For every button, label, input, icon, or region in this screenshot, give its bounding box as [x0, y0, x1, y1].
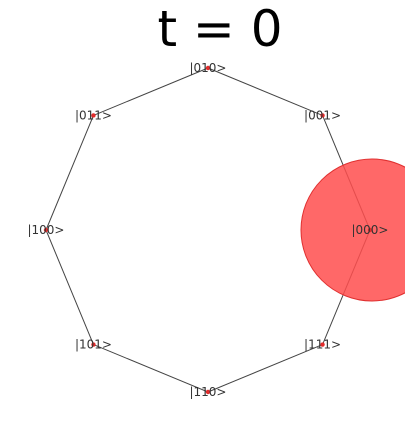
- ring-edge: [45, 229, 94, 345]
- node-marker: [43, 227, 49, 233]
- ring-edge: [45, 115, 94, 231]
- ring-edge: [93, 67, 209, 116]
- state-label: |001>: [304, 108, 341, 122]
- node-marker: [320, 342, 325, 347]
- state-label: |111>: [304, 338, 341, 352]
- node-marker: [367, 227, 373, 233]
- state-label: |110>: [189, 385, 226, 399]
- node-markers: [43, 65, 373, 395]
- ring-edges: [45, 67, 371, 393]
- state-label: |010>: [189, 61, 226, 75]
- amplitude-circle: [300, 158, 405, 302]
- figure-title: t = 0: [157, 0, 282, 58]
- ring-edge: [207, 67, 323, 116]
- state-label: |100>: [27, 223, 64, 237]
- state-label: |101>: [75, 338, 112, 352]
- state-label: |000>: [351, 223, 388, 237]
- ring-edge: [207, 344, 323, 393]
- node-marker: [205, 65, 211, 71]
- node-marker: [91, 113, 96, 118]
- node-marker: [205, 389, 211, 395]
- amplitude-circles: [300, 158, 405, 302]
- ring-edge: [93, 344, 209, 393]
- node-labels: |000> |001> |010> |011> |100> |101> |110> |111>: [27, 61, 388, 399]
- node-marker: [91, 342, 96, 347]
- node-marker: [320, 113, 325, 118]
- state-label: |011>: [75, 108, 112, 122]
